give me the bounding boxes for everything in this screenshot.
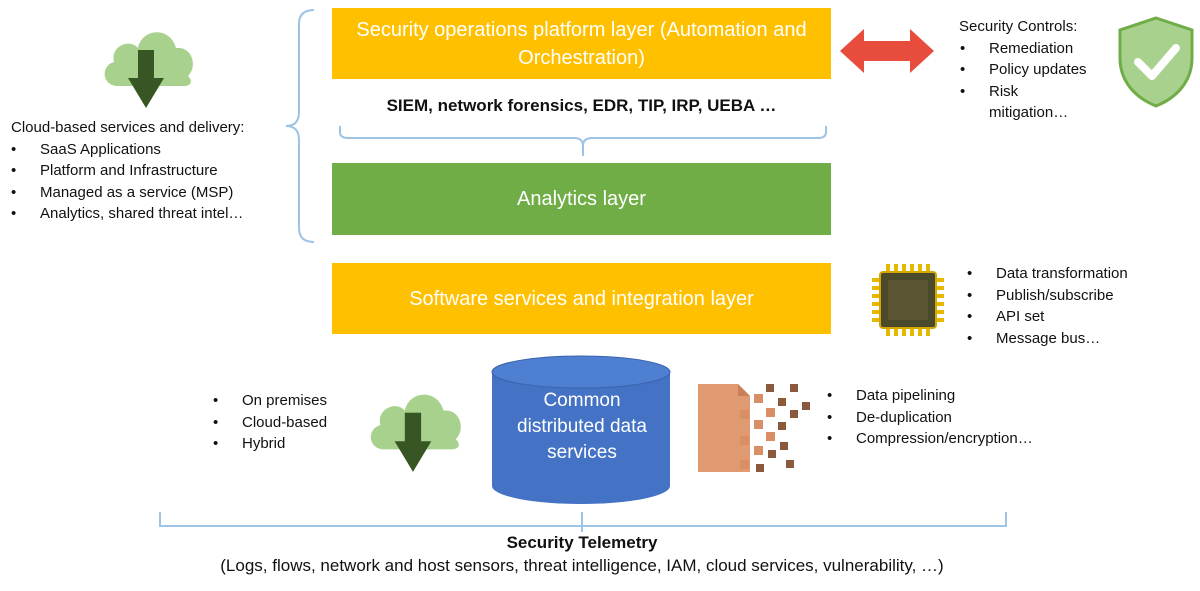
database-cylinder	[491, 355, 671, 504]
list-item: Data transformation	[966, 263, 1128, 285]
software-services-label: Software services and integration layer	[409, 287, 754, 310]
list-item: Policy updates	[959, 59, 1087, 81]
left-brace	[285, 9, 315, 243]
list-item: Analytics, shared threat intel…	[10, 203, 244, 225]
cloud-download-icon	[104, 32, 193, 108]
analytics-layer: Analytics layer	[332, 163, 831, 235]
list-item: On premises	[212, 390, 327, 412]
cloud-services-heading: Cloud-based services and delivery:	[11, 119, 245, 136]
list-item: Remediation	[959, 38, 1087, 60]
analytics-label: Analytics layer	[517, 188, 646, 210]
list-item: Data pipelining	[826, 385, 1033, 407]
data-features-list: Data pipelining De-duplication Compressi…	[826, 385, 1033, 450]
list-item: SaaS Applications	[10, 139, 244, 161]
list-item: Hybrid	[212, 433, 327, 455]
security-controls-list: Remediation Policy updates Risk mitigati…	[959, 38, 1087, 124]
double-arrow-icon	[840, 29, 934, 73]
cloud-services-group: Cloud-based services and delivery: SaaS …	[11, 117, 244, 225]
security-operations-layer: Security operations platform layer (Auto…	[332, 8, 831, 79]
data-pixel-icon	[698, 384, 810, 472]
security-controls-heading: Security Controls:	[959, 18, 1078, 35]
chip-icon	[872, 264, 944, 336]
security-controls-group: Security Controls: Remediation Policy up…	[959, 16, 1087, 124]
shield-check-icon	[1118, 16, 1194, 108]
list-item: De-duplication	[826, 407, 1033, 429]
security-operations-label: Security operations platform layer (Auto…	[356, 18, 807, 69]
deployment-list: On premises Cloud-based Hybrid	[212, 390, 327, 455]
integration-features-group: Data transformation Publish/subscribe AP…	[966, 263, 1128, 349]
cloud-download-icon	[370, 394, 461, 472]
list-item: Managed as a service (MSP)	[10, 182, 244, 204]
list-item: Platform and Infrastructure	[10, 160, 244, 182]
list-item: Publish/subscribe	[966, 285, 1128, 307]
deployment-group: On premises Cloud-based Hybrid	[212, 390, 327, 455]
telemetry-title: Security Telemetry	[506, 533, 658, 552]
software-services-layer: Software services and integration layer	[332, 263, 831, 334]
list-item: Cloud-based	[212, 412, 327, 434]
list-item: API set	[966, 306, 1128, 328]
data-features-group: Data pipelining De-duplication Compressi…	[826, 385, 1033, 450]
list-item: Risk mitigation…	[959, 81, 1069, 124]
list-item: Message bus…	[966, 328, 1128, 350]
cloud-services-list: SaaS Applications Platform and Infrastru…	[10, 139, 244, 225]
list-item: Compression/encryption…	[826, 428, 1033, 450]
data-services-label: Common distributed data services	[517, 390, 647, 463]
telemetry-bracket	[159, 512, 1007, 532]
tools-text: SIEM, network forensics, EDR, TIP, IRP, …	[386, 96, 777, 115]
telemetry-subtitle: (Logs, flows, network and host sensors, …	[220, 556, 944, 575]
integration-features-list: Data transformation Publish/subscribe AP…	[966, 263, 1128, 349]
tools-bracket	[339, 126, 827, 156]
